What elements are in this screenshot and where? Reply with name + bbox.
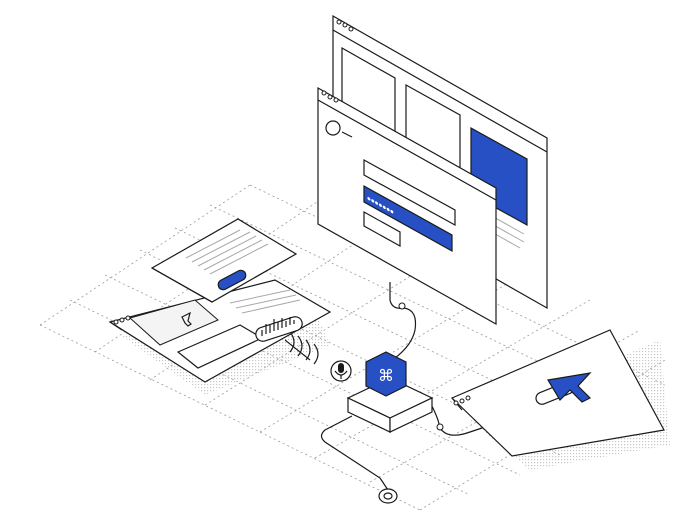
left-lower-window [108, 279, 332, 383]
login-avatar-icon [325, 120, 341, 136]
login-button [363, 210, 401, 248]
microphone-icon[interactable] [330, 360, 352, 382]
right-target-window [450, 329, 665, 457]
cursor-pointer-icon [547, 372, 592, 403]
password-field [363, 184, 453, 253]
audio-waveform [255, 316, 303, 342]
terminal-node-icon [378, 488, 398, 504]
mouse-pointer-icon [181, 311, 192, 327]
card-cta-button [217, 269, 247, 291]
left-upper-card [150, 218, 298, 303]
username-field [363, 158, 456, 227]
command-icon [365, 351, 407, 397]
command-glyph: ⌘ [378, 366, 394, 385]
sound-waves [289, 331, 319, 365]
login-window: ••••••• [317, 86, 497, 326]
command-hub[interactable]: ⌘ [346, 351, 434, 433]
